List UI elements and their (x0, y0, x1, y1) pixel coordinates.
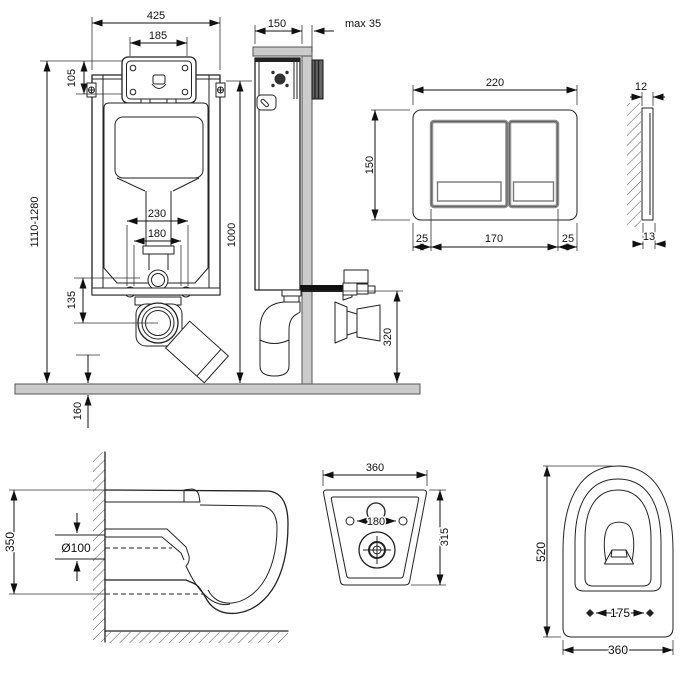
bowl-top-view: 520 175 360 (533, 465, 674, 659)
dim-bowl-top-width: 360 (608, 643, 628, 657)
wall-hatch-left (93, 452, 105, 642)
flush-plate-side-view: 12 13 (627, 80, 666, 249)
floor-bar (14, 383, 421, 395)
plate-side-dimensions: 12 13 (630, 80, 666, 249)
dim-access-width: 185 (149, 30, 167, 42)
drain-symbol (358, 531, 396, 569)
fixing-mark-right (646, 609, 654, 617)
frame-side-dimensions: 150 max 35 320 (254, 17, 403, 383)
outlet-elbow (134, 296, 229, 384)
dim-below-floor: 160 (72, 402, 84, 420)
flush-button-small[interactable] (507, 119, 560, 209)
top-rail (252, 46, 313, 57)
flush-button-large[interactable] (429, 119, 509, 209)
wall-strip (301, 55, 313, 385)
wall-hatch (627, 103, 641, 227)
dim-frame-height: 1000 (226, 223, 238, 247)
dim-plate-width: 220 (486, 77, 504, 89)
dim-finish-allowance: max 35 (345, 18, 381, 30)
dim-outlet-drop: 135 (66, 291, 78, 309)
mounting-flange (274, 73, 286, 85)
dim-frame-width: 425 (147, 10, 165, 22)
tank-front-panel (114, 116, 204, 179)
bowl-side-view: 350 Ø100 (2, 451, 289, 643)
dim-hole-spacing: 180 (367, 516, 385, 528)
fixing-mark-left (586, 609, 594, 617)
dim-fixing-spacing: 175 (610, 606, 630, 620)
frame-front-dimensions: 425 185 105 1110-1280 1000 230 180 135 (28, 9, 252, 428)
frame-front-view: 425 185 105 1110-1280 1000 230 180 135 (14, 9, 421, 428)
access-box (121, 56, 197, 106)
outlet-connector (334, 301, 381, 344)
side-brackets (86, 82, 226, 98)
dim-bowl-height: 350 (3, 532, 17, 552)
dim-buttons-span: 170 (485, 233, 503, 245)
plate-side-profile (641, 107, 654, 221)
dim-bowl-back-height: 315 (439, 528, 451, 546)
bowl-back-dimensions: 360 180 315 (322, 461, 453, 586)
dim-height-range: 1110-1280 (29, 197, 41, 248)
frame-side-view: 150 max 35 320 (252, 17, 403, 385)
bowl-profile (104, 488, 289, 615)
dim-access-height: 105 (66, 69, 78, 87)
button-small-inset (512, 181, 555, 202)
drain-elbow-side (259, 289, 302, 377)
dim-plate-thickness-bottom: 13 (643, 231, 655, 243)
dim-plate-margin-left: 25 (416, 233, 428, 245)
dim-span-outer: 230 (148, 208, 166, 220)
dim-plate-thickness-top: 12 (635, 81, 647, 93)
button-large-inset (436, 181, 502, 202)
dim-frame-depth: 150 (268, 18, 286, 30)
bolt-hole-right (398, 516, 408, 526)
dim-span-inner: 180 (148, 228, 166, 240)
flush-plate-front-view: 220 150 25 170 25 (363, 76, 578, 251)
dim-plate-height: 150 (364, 156, 376, 174)
wall-sleeve-block (311, 59, 324, 100)
dim-outlet-height: 320 (382, 328, 394, 346)
bowl-back-outline (323, 489, 427, 586)
flush-opening (603, 521, 635, 565)
frame-side-body (254, 57, 301, 291)
fill-valve-assembly (300, 269, 376, 301)
dim-plate-margin-right: 25 (562, 233, 574, 245)
bolt-hole-left (345, 516, 355, 526)
dim-outlet-diameter: Ø100 (61, 541, 91, 555)
bowl-back-view: 360 180 315 (322, 461, 453, 586)
bowl-top-dimensions: 520 175 360 (533, 465, 674, 659)
plate-front-dimensions: 220 150 25 170 25 (363, 76, 578, 251)
frame-bottom-rail (91, 287, 221, 296)
floor-hatch (106, 632, 288, 643)
dim-bowl-depth: 520 (534, 542, 548, 562)
dim-bowl-back-width: 360 (366, 462, 384, 474)
flap-detail (152, 74, 166, 85)
bowl-side-dimensions: 350 Ø100 (2, 489, 105, 595)
